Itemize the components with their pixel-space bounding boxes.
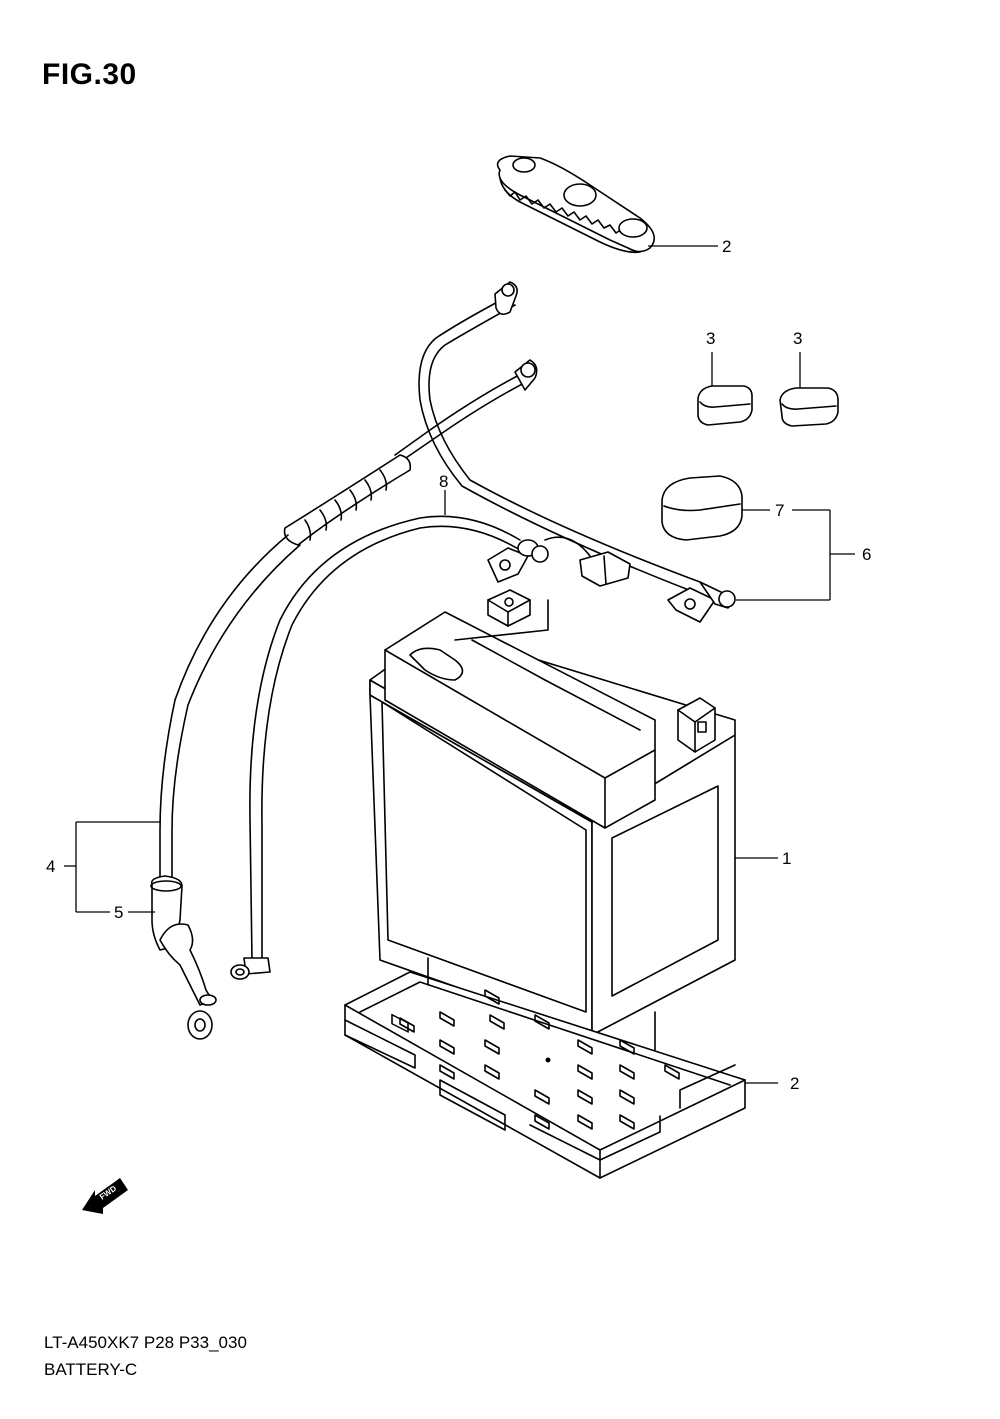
callout-3-right: 3	[793, 329, 802, 348]
callout-4: 4	[46, 857, 55, 876]
callout-3-left: 3	[706, 329, 715, 348]
callout-2-top: 2	[722, 237, 731, 256]
terminal-cap-right	[779, 352, 839, 427]
bracket-6	[736, 510, 855, 601]
negative-cable	[230, 490, 631, 980]
terminal-cap-left	[697, 352, 753, 426]
callout-1: 1	[782, 849, 791, 868]
battery	[369, 589, 778, 1036]
callout-6: 6	[862, 545, 871, 564]
section-name: BATTERY-C	[44, 1360, 138, 1379]
bracket-4-5	[64, 821, 160, 913]
callout-5: 5	[114, 903, 123, 922]
figure-title: FIG.30	[42, 58, 137, 91]
model-code: LT-A450XK7 P28 P33_030	[44, 1333, 247, 1352]
positive-cable	[418, 281, 736, 623]
terminal-cover	[661, 475, 830, 541]
fwd-arrow-icon: FWD	[82, 1178, 128, 1214]
battery-tray	[344, 957, 778, 1179]
main-lead-cable	[150, 359, 538, 1040]
callout-7: 7	[775, 501, 784, 520]
callout-8: 8	[439, 472, 448, 491]
callout-2-bottom: 2	[790, 1074, 799, 1093]
battery-hold-pad	[496, 155, 718, 254]
